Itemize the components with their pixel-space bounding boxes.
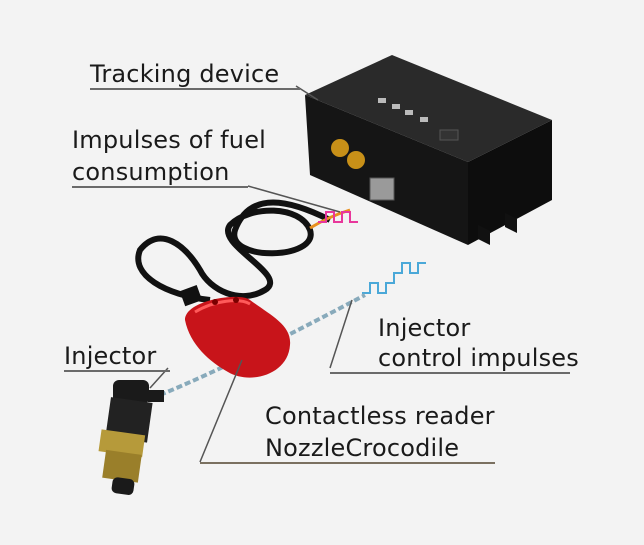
label-reader-line1: Contactless reader	[265, 402, 495, 430]
label-injector: Injector	[64, 342, 157, 370]
label-injector-control-line1: Injector	[378, 314, 471, 342]
label-injector-control-line2: control impulses	[378, 344, 579, 372]
injector-part	[98, 380, 164, 495]
leader-lines	[149, 85, 353, 463]
tracking-device	[305, 55, 552, 245]
injector-control-signal	[362, 262, 426, 294]
underline-tracking-device	[90, 88, 300, 90]
label-impulses-fuel-line2: consumption	[72, 158, 230, 186]
contactless-reader	[179, 285, 291, 378]
underline-reader	[200, 462, 495, 464]
underline-injector	[64, 370, 170, 372]
fuel-impulse-signal	[318, 211, 358, 223]
black-cable	[135, 199, 332, 303]
label-tracking-device: Tracking device	[90, 60, 280, 88]
label-impulses-fuel-line1: Impulses of fuel	[72, 126, 267, 154]
label-reader-line2: NozzleCrocodile	[265, 434, 460, 462]
underline-impulses-fuel	[72, 186, 248, 188]
underline-injector-control	[330, 372, 570, 374]
